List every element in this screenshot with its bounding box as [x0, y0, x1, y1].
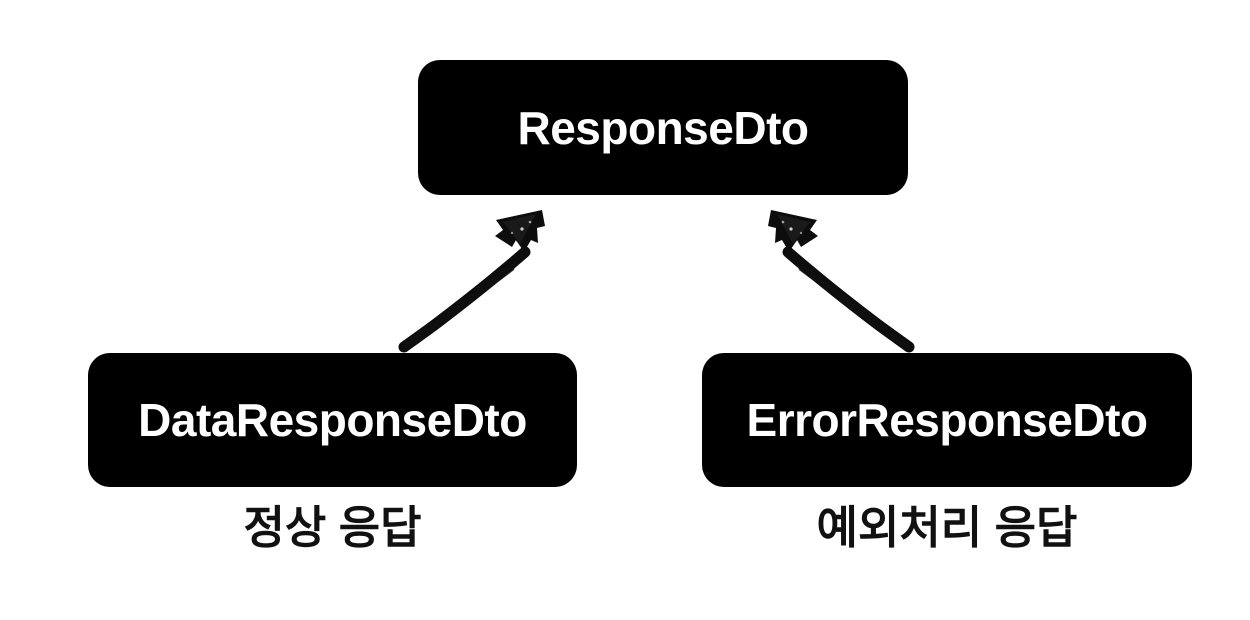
node-data-response-dto-label: DataResponseDto — [138, 394, 527, 446]
node-error-response-dto[interactable]: ErrorResponseDto — [702, 353, 1192, 487]
arrow-data-to-response-icon — [398, 210, 545, 353]
caption-normal-response: 정상 응답 — [243, 502, 422, 553]
node-data-response-dto[interactable]: DataResponseDto — [88, 353, 577, 487]
node-error-response-dto-label: ErrorResponseDto — [746, 394, 1148, 446]
caption-exception-response: 예외처리 응답 — [816, 502, 1078, 553]
node-response-dto[interactable]: ResponseDto — [418, 60, 908, 195]
arrow-error-to-response-icon — [768, 210, 915, 353]
node-response-dto-label: ResponseDto — [517, 101, 809, 154]
